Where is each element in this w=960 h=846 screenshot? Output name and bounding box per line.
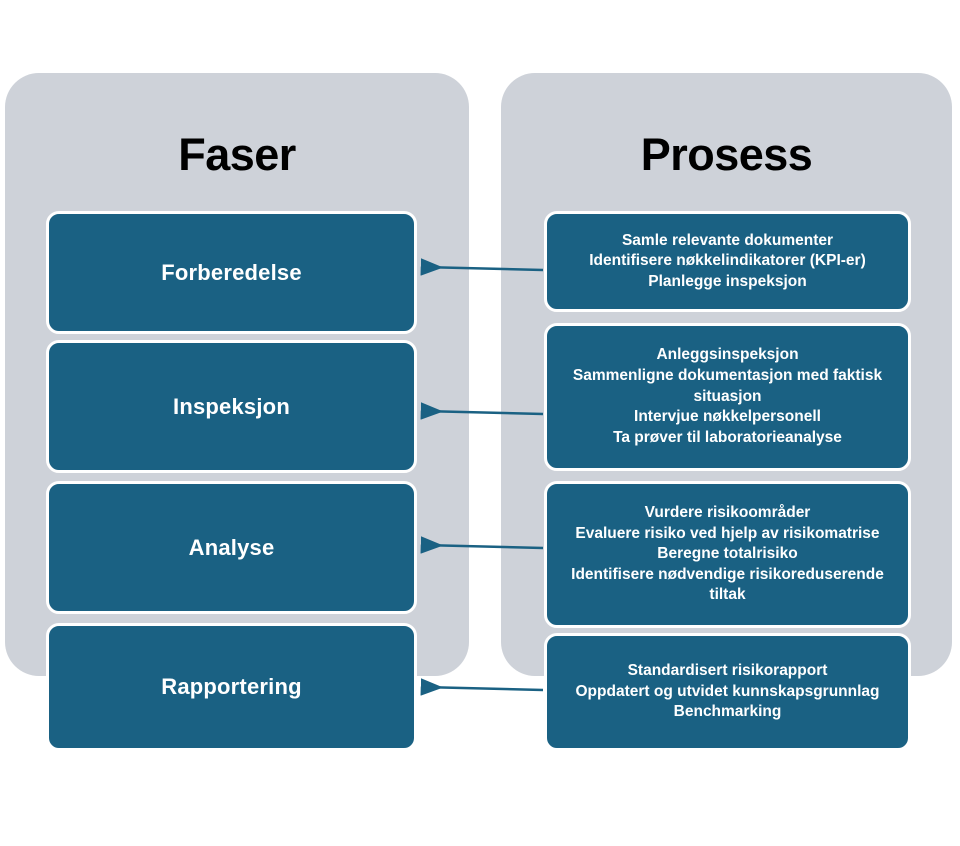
phase-label: Forberedelse <box>161 259 302 285</box>
process-box-inspeksjon[interactable]: Anleggsinspeksjon Sammenligne dokumentas… <box>544 323 911 471</box>
process-line: Identifisere nødvendige risikoreduserend… <box>571 565 884 604</box>
process-box-forberedelse[interactable]: Samle relevante dokumenter Identifisere … <box>544 211 911 312</box>
process-line: Benchmarking <box>673 703 782 721</box>
process-box-analyse[interactable]: Vurdere risikoområder Evaluere risiko ve… <box>544 481 911 628</box>
process-line: Standardisert risikorapport <box>627 662 828 680</box>
process-line: Identifisere nøkkelindikatorer (KPI-er) <box>589 252 866 270</box>
phase-box-forberedelse[interactable]: Forberedelse <box>46 211 417 334</box>
process-line: Samle relevante dokumenter <box>621 231 834 249</box>
connector-arrow-rapportering <box>420 678 544 696</box>
process-line: Anleggsinspeksjon <box>656 346 799 364</box>
process-box-rapportering[interactable]: Standardisert risikorapport Oppdatert og… <box>544 633 911 751</box>
phase-label: Analyse <box>188 534 275 560</box>
phase-label: Rapportering <box>161 674 302 699</box>
process-line: Ta prøver til laboratorieanalyse <box>613 428 842 446</box>
phase-box-inspeksjon[interactable]: Inspeksjon <box>46 340 417 473</box>
process-line: Oppdatert og utvidet kunnskapsgrunnlag <box>575 682 880 700</box>
process-line: Intervjue nøkkelpersonell <box>634 408 821 426</box>
process-line: Sammenligne dokumentasjon med faktisk si… <box>572 367 883 405</box>
phase-box-analyse[interactable]: Analyse <box>46 481 417 614</box>
process-line: Planlegge inspeksjon <box>648 272 807 290</box>
phase-label: Inspeksjon <box>173 393 290 419</box>
process-line: Vurdere risikoområder <box>644 503 811 521</box>
phase-box-rapportering[interactable]: Rapportering <box>46 623 417 751</box>
prosess-column-title: Prosess <box>640 129 813 180</box>
process-line: Beregne totalrisiko <box>657 545 798 563</box>
faser-column-title: Faser <box>178 129 296 180</box>
process-line: Evaluere risiko ved hjelp av risikomatri… <box>575 524 880 542</box>
